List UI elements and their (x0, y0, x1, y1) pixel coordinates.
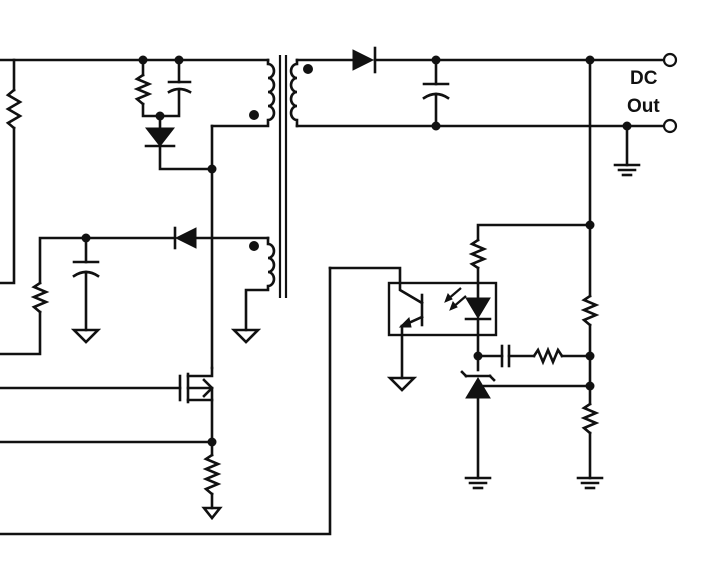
rcd-clamp (133, 58, 214, 171)
mosfet-switch (0, 366, 214, 444)
current-sense (0, 437, 223, 521)
output-ground (613, 121, 641, 177)
opto-ground (386, 376, 418, 392)
feedback-return-line (0, 266, 332, 536)
primary-top-rail (0, 58, 270, 285)
transformer-core (278, 55, 288, 298)
auxiliary-winding (0, 226, 276, 356)
shunt-regulator (460, 370, 592, 490)
feedback-divider (576, 55, 604, 490)
junction-dots (138, 55, 217, 174)
dc-out-label-line1: DC (630, 68, 658, 89)
dc-out-label-line2: Out (627, 96, 660, 117)
optocoupler-led-branch (464, 223, 592, 372)
optocoupler (328, 266, 498, 380)
compensation-network (476, 344, 592, 368)
output-capacitor (422, 55, 450, 131)
transformer-secondary (289, 46, 678, 134)
transformer-primary (210, 58, 276, 370)
